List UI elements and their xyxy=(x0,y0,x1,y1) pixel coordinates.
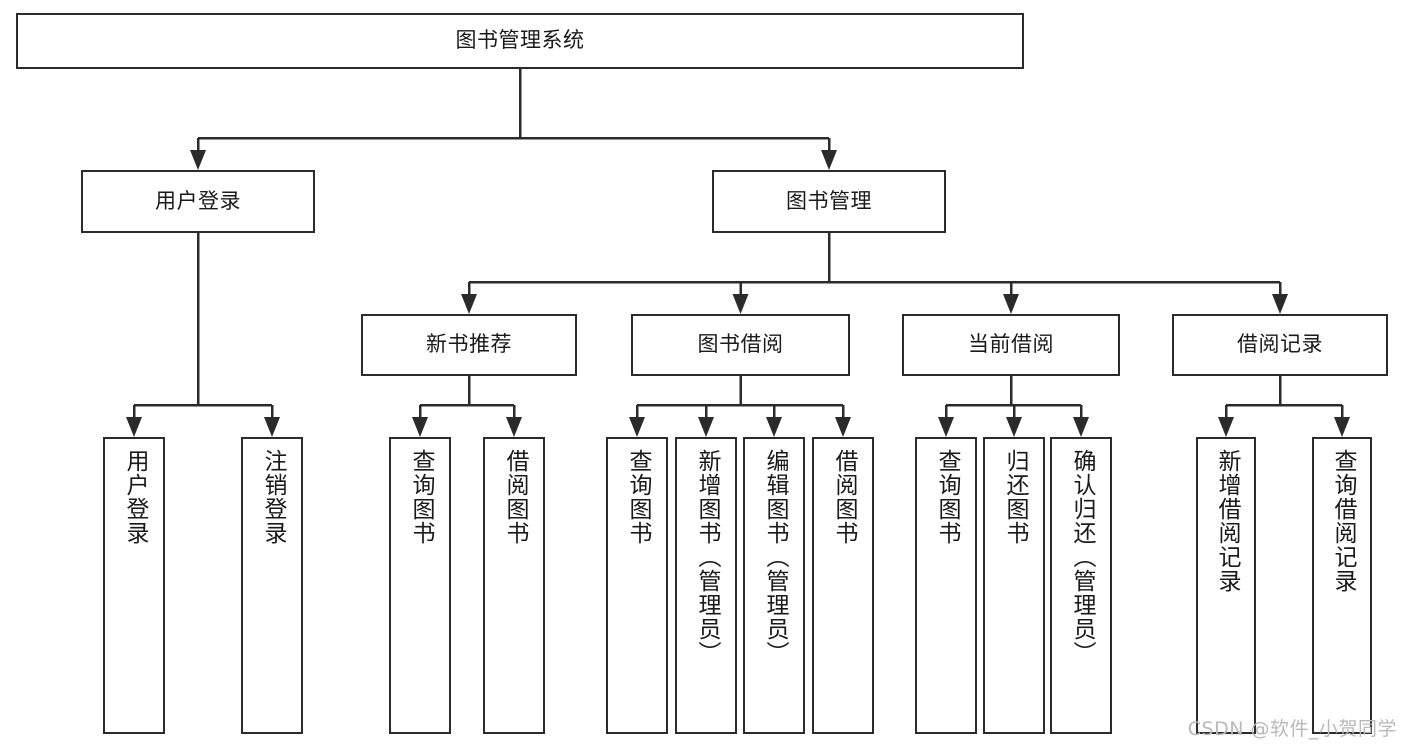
node-label: 当前借阅 xyxy=(968,332,1054,357)
node-new-book-recommend[interactable]: 新书推荐 xyxy=(361,314,577,376)
watermark: CSDN @软件_小贺同学 xyxy=(1187,718,1397,740)
node-borrow-book-action[interactable]: 借阅图书 xyxy=(812,437,874,734)
node-query-borrow-record[interactable]: 查询借阅记录 xyxy=(1312,437,1372,734)
node-label: 新增借阅记录 xyxy=(1213,449,1240,593)
node-label: 用户登录 xyxy=(121,449,148,545)
node-borrow-record[interactable]: 借阅记录 xyxy=(1172,314,1388,376)
node-user-login-action[interactable]: 用户登录 xyxy=(103,437,165,734)
node-label: 图书管理系统 xyxy=(455,28,585,53)
node-current-borrow[interactable]: 当前借阅 xyxy=(902,314,1120,376)
node-confirm-return-admin[interactable]: 确认归还（管理员） xyxy=(1050,437,1112,734)
node-user-login[interactable]: 用户登录 xyxy=(81,170,315,233)
node-query-book-rec[interactable]: 查询图书 xyxy=(389,437,451,734)
node-label: 查询图书 xyxy=(407,449,434,545)
node-book-borrow[interactable]: 图书借阅 xyxy=(631,314,850,376)
node-label: 借阅图书 xyxy=(501,449,528,545)
node-label: 新增图书（管理员） xyxy=(693,449,720,665)
node-query-book-current[interactable]: 查询图书 xyxy=(915,437,977,734)
node-label: 图书借阅 xyxy=(697,332,784,357)
node-label: 新书推荐 xyxy=(426,332,512,357)
node-add-book-admin[interactable]: 新增图书（管理员） xyxy=(675,437,737,734)
node-label: 确认归还（管理员） xyxy=(1068,449,1095,665)
node-label: 查询图书 xyxy=(624,449,651,545)
node-label: 图书管理 xyxy=(786,188,872,213)
node-label: 注销登录 xyxy=(259,449,286,545)
node-label: 归还图书 xyxy=(1001,449,1028,545)
node-query-book-borrow[interactable]: 查询图书 xyxy=(606,437,668,734)
node-label: 查询图书 xyxy=(933,449,960,545)
node-book-manage[interactable]: 图书管理 xyxy=(712,170,946,233)
node-return-book[interactable]: 归还图书 xyxy=(983,437,1045,734)
node-borrow-book-rec[interactable]: 借阅图书 xyxy=(483,437,545,734)
node-label: 借阅记录 xyxy=(1237,332,1323,357)
node-edit-book-admin[interactable]: 编辑图书（管理员） xyxy=(743,437,805,734)
node-add-borrow-record[interactable]: 新增借阅记录 xyxy=(1196,437,1256,734)
node-label: 查询借阅记录 xyxy=(1329,449,1356,593)
node-label: 用户登录 xyxy=(155,188,241,213)
node-root[interactable]: 图书管理系统 xyxy=(16,13,1024,69)
node-logout-action[interactable]: 注销登录 xyxy=(241,437,303,734)
node-label: 编辑图书（管理员） xyxy=(761,449,788,665)
node-label: 借阅图书 xyxy=(830,449,857,545)
